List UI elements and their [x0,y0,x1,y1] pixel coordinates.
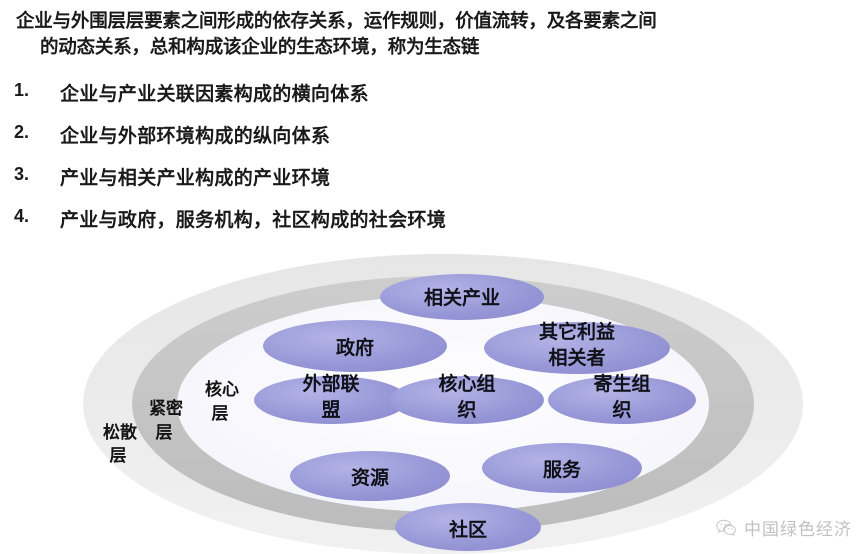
numbered-list: 1. 企业与产业关联因素构成的横向体系 2. 企业与外部环境构成的纵向体系 3.… [14,78,854,246]
node-related-industry-label: 相关产业 [424,286,500,309]
list-item-number: 3. [14,164,30,184]
node-core-organization-shape [390,376,544,424]
slide-text-block: 企业与外围层层要素之间形成的依存关系，运作规则，价值流转，及各要素之间 的动态关… [0,0,866,252]
node-parasitic-organization-label-line-1: 寄生组 [593,372,650,395]
node-external-alliance-shape [254,376,408,424]
node-service[interactable]: 服务 [482,443,642,493]
node-community[interactable]: 社区 [395,503,541,551]
node-community-label: 社区 [448,518,487,541]
node-parasitic-organization-label-line-2: 织 [612,398,631,421]
ring-label-tight-layer: 紧密 层 [149,398,183,442]
node-parasitic-organization[interactable]: 寄生组 织 [548,372,696,424]
list-item-text: 企业与产业关联因素构成的横向体系 [60,84,369,105]
node-government-label: 政府 [336,336,374,359]
node-resources[interactable]: 资源 [290,451,450,501]
node-service-shape [482,443,642,493]
node-resources-label: 资源 [351,466,389,489]
node-resources-shape [290,451,450,501]
lead-paragraph-line-1: 企业与外围层层要素之间形成的依存关系，运作规则，价值流转，及各要素之间 [16,10,657,31]
watermark-text: 中国绿色经济 [744,520,852,539]
node-external-alliance-label-line-2: 盟 [321,399,340,421]
list-item: 4. 产业与政府，服务机构，社区构成的社会环境 [14,204,854,246]
node-core-organization[interactable]: 核心组 织 [390,372,544,424]
node-government-shape [263,320,447,372]
node-government[interactable]: 政府 [263,320,447,372]
list-item: 3. 产业与相关产业构成的产业环境 [14,162,854,204]
list-item-text: 产业与政府，服务机构，社区构成的社会环境 [60,210,447,231]
list-item-text: 产业与相关产业构成的产业环境 [60,168,331,189]
list-item: 2. 企业与外部环境构成的纵向体系 [14,120,854,162]
node-related-industry-shape [380,274,544,320]
ring-label-core-layer: 核心 层 [205,379,239,423]
ring-label-core-line-1: 核心 [205,379,239,399]
ring-label-loose-line-2: 层 [110,446,127,465]
lead-paragraph: 企业与外围层层要素之间形成的依存关系，运作规则，价值流转，及各要素之间 的动态关… [16,8,854,61]
node-related-industry[interactable]: 相关产业 [380,274,544,320]
node-parasitic-organization-shape [548,376,696,424]
node-service-label: 服务 [543,458,582,481]
node-other-stakeholders-shape [484,322,670,374]
node-external-alliance-label-line-1: 外部联 [302,372,359,395]
node-core-organization-label-line-1: 核心组 [438,372,495,395]
list-item-number: 1. [14,80,30,100]
list-item-text: 企业与外部环境构成的纵向体系 [60,126,331,147]
list-item-number: 2. [14,122,30,142]
lead-paragraph-line-2: 的动态关系，总和构成该企业的生态环境，称为生态链 [40,36,480,58]
node-external-alliance[interactable]: 外部联 盟 [254,372,408,424]
watermark: 中国绿色经济 [715,515,852,540]
node-other-stakeholders[interactable]: 其它利益 相关者 [484,320,670,374]
list-item: 1. 企业与产业关联因素构成的横向体系 [14,78,854,120]
list-item-number: 4. [14,206,30,226]
wechat-icon [715,517,737,539]
node-other-stakeholders-label-line-1: 其它利益 [539,320,615,343]
ring-label-tight-line-2: 层 [156,423,173,442]
ecosystem-layer-diagram: 松散 层 紧密 层 核心 层 相关产业 政府 其它利益 相关者 外部联 盟 核心… [0,252,866,554]
node-community-shape [395,503,541,551]
ring-label-core-line-2: 层 [212,404,229,423]
ring-label-loose-layer: 松散 层 [103,422,138,465]
ring-label-loose-line-1: 松散 [103,422,138,442]
node-other-stakeholders-label-line-2: 相关者 [548,346,605,369]
node-core-organization-label-line-2: 织 [457,398,476,421]
ring-label-tight-line-1: 紧密 [149,398,183,418]
